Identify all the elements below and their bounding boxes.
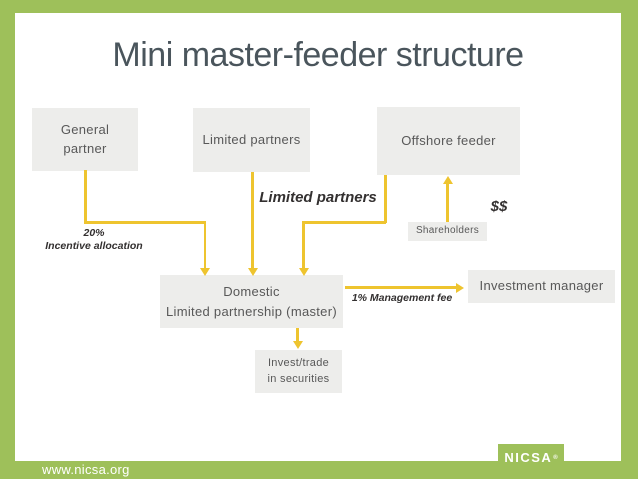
footer-url: www.nicsa.org: [42, 462, 130, 477]
connector-offshore-horizontal: [302, 221, 386, 224]
arrowhead-lp-to-master-icon: [247, 268, 258, 276]
connector-gp-vertical: [84, 170, 87, 223]
label-incentive-allocation: 20% Incentive allocation: [45, 227, 143, 253]
connector-master-to-invest: [296, 328, 299, 342]
box-general-partner: General partner: [32, 108, 138, 171]
box-limited-partners: Limited partners: [193, 108, 310, 172]
registered-mark-icon: ®: [553, 454, 558, 461]
label-limited-partners-flow: Limited partners: [259, 189, 377, 206]
connector-offshore-vertical: [384, 175, 387, 223]
connector-offshore-drop: [302, 221, 305, 268]
label-dollars: $$: [490, 198, 508, 215]
connector-gp-horizontal: [84, 221, 206, 224]
arrowhead-master-to-manager-icon: [456, 282, 464, 293]
arrowhead-offshore-to-master-icon: [298, 268, 309, 276]
box-domestic-master: Domestic Limited partnership (master): [160, 275, 343, 328]
arrowhead-shareholders-to-offshore-icon: [442, 176, 453, 184]
connector-gp-drop: [203, 221, 206, 268]
nicsa-logo-text: NICSA: [504, 450, 553, 465]
nicsa-logo: NICSA®: [498, 444, 564, 471]
connector-master-to-manager: [345, 286, 457, 289]
connector-lp-vertical: [251, 172, 254, 268]
arrowhead-master-to-invest-icon: [292, 341, 303, 349]
box-invest-trade: Invest/trade in securities: [255, 350, 342, 393]
box-investment-manager: Investment manager: [468, 270, 615, 303]
label-management-fee: 1% Management fee: [351, 292, 453, 304]
box-shareholders: Shareholders: [408, 222, 487, 241]
connector-shareholders-vertical: [446, 184, 449, 222]
slide-title: Mini master-feeder structure: [112, 36, 524, 74]
arrowhead-gp-to-master-icon: [200, 268, 210, 276]
box-offshore-feeder: Offshore feeder: [377, 107, 520, 175]
